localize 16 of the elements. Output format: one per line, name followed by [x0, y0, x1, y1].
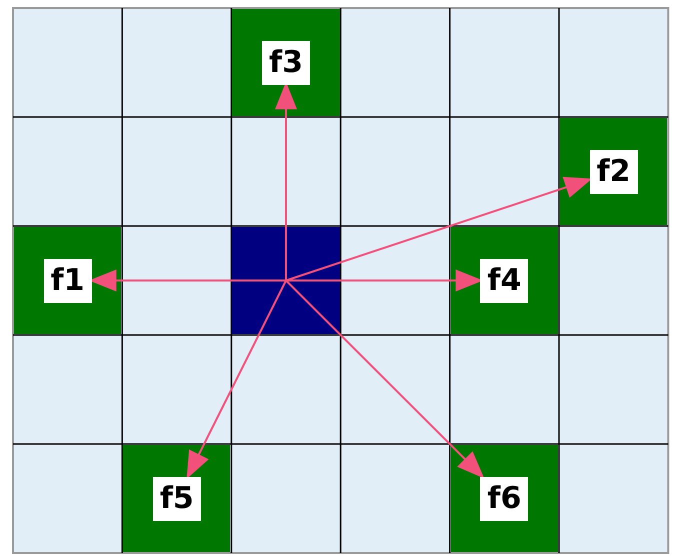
highlighted-cell — [560, 118, 668, 225]
arrow — [285, 280, 484, 478]
cell-label: f4 — [480, 258, 528, 302]
cell-label: f1 — [44, 258, 92, 302]
highlighted-cell — [14, 227, 122, 334]
cell-label: f2 — [590, 150, 638, 194]
highlighted-cell — [450, 445, 558, 552]
arrow — [286, 176, 592, 282]
center-cell — [232, 227, 340, 334]
cell-label: f6 — [480, 476, 528, 520]
highlighted-cell — [232, 9, 340, 116]
arrow — [186, 280, 287, 479]
cell-label: f3 — [262, 40, 310, 84]
highlighted-cell — [123, 445, 230, 552]
highlighted-cell — [450, 227, 558, 334]
cell-label: f5 — [152, 476, 201, 520]
